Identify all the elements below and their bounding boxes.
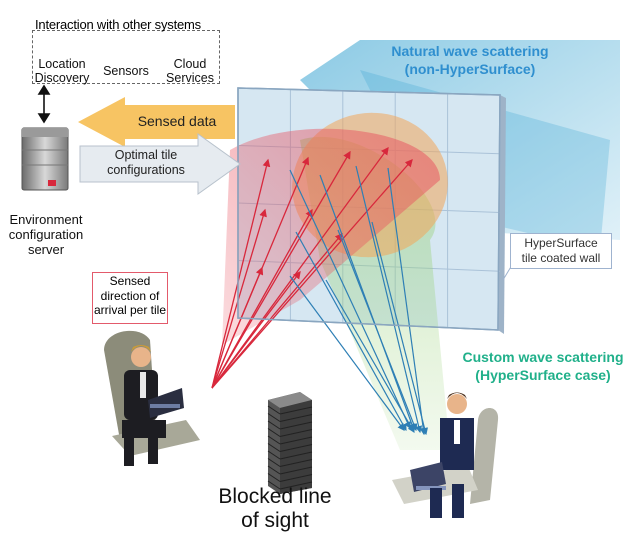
interaction-item-2-line-1: Cloud: [173, 57, 207, 71]
interaction-systems-box: Interaction with other systems: [32, 17, 220, 84]
custom-scattering-label: Custom wave scattering (HyperSurface cas…: [462, 349, 624, 383]
server-label-line-3: server: [27, 242, 65, 257]
link-arrow: [37, 84, 51, 124]
wall-callout-line-1: HyperSurface: [524, 236, 598, 250]
server-label-line-2: configuration: [8, 227, 84, 242]
wall-callout-line-2: tile coated wall: [521, 251, 601, 265]
natural-scattering-label: Natural wave scattering (non-HyperSurfac…: [391, 43, 549, 77]
person-right-icon: [392, 392, 499, 518]
interaction-title: Interaction with other systems: [35, 17, 201, 32]
sensed-data-arrow: [78, 97, 235, 147]
optimal-label-line-2: configurations: [107, 163, 185, 177]
interaction-item-2-line-2: Services: [166, 71, 214, 85]
interaction-item-1-line-1: Sensors: [103, 64, 149, 78]
server-label-line-1: Environment: [9, 212, 83, 227]
person-left-icon: [104, 330, 200, 466]
blocked-los-label: Blocked line of sight: [218, 485, 332, 532]
sensed-direction-cone: [222, 128, 440, 345]
brick-wall-icon: [267, 392, 313, 494]
interaction-item-0-line-2: Discovery: [34, 71, 90, 85]
sensors-label: Sensors: [100, 64, 152, 78]
optimal-config-arrow: [79, 133, 241, 195]
direction-callout-line-1: Sensed: [109, 274, 151, 288]
direction-callout-line-2: direction of: [100, 288, 160, 303]
sensed-data-label: Sensed data: [137, 113, 217, 129]
server-icon: [21, 127, 69, 191]
interaction-item-0-line-1: Location: [38, 57, 86, 71]
blue-rays: [289, 165, 429, 436]
direction-callout-line-3: arrival per tile: [93, 303, 167, 317]
red-rays: [211, 146, 413, 389]
optimal-label-line-1: Optimal tile: [114, 148, 178, 162]
